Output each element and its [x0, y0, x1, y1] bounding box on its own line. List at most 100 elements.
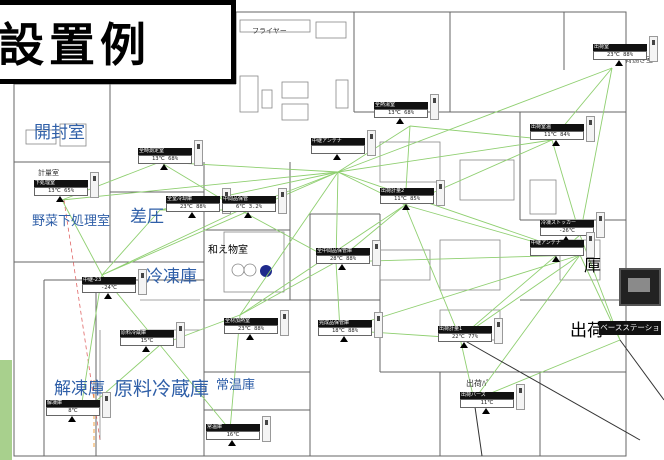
antenna-marker-icon	[246, 334, 254, 340]
sensor-device-icon	[649, 36, 658, 62]
sensor-node[interactable]: 冷凍ストッカー-26℃	[540, 212, 606, 244]
room-ko: 庫	[584, 256, 601, 276]
sensor-name: 出荷バース	[460, 392, 514, 399]
sensor-value: 13℃ 68%	[374, 109, 428, 118]
antenna-marker-icon	[188, 212, 196, 218]
sensor-device-icon	[586, 116, 595, 142]
sensor-device-icon	[176, 322, 185, 348]
sensor-value: 22℃ 77%	[438, 333, 492, 342]
sensor-name: 解凍庫	[46, 400, 100, 407]
sensor-name: 全室冷却庫	[166, 196, 220, 203]
antenna-marker-icon	[244, 212, 252, 218]
sensor-name: 出荷計量2	[380, 188, 434, 195]
antenna-marker-icon	[338, 264, 346, 270]
room-nimotsu: 荷捌き室	[625, 56, 653, 64]
sensor-name: 出荷室	[593, 44, 647, 51]
antenna-marker-icon	[562, 236, 570, 242]
sensor-device-icon	[367, 130, 376, 156]
room-jouon: 常温庫	[216, 378, 256, 393]
room-yasai: 野菜下処理室	[32, 214, 111, 229]
room-kaifu: 開封室	[34, 123, 85, 143]
sensor-device-icon	[430, 94, 439, 120]
sensor-name: 中継アンテナ	[311, 138, 365, 145]
sensor-name: 全中間品保管庫	[316, 248, 370, 255]
room-keiryo: 計量室	[38, 169, 59, 177]
sensor-name: 中継アンテナ	[530, 240, 584, 247]
room-kaitou: 解凍庫	[54, 379, 105, 399]
fixtures	[25, 19, 601, 440]
room-frier: フライヤー	[252, 27, 287, 35]
sensor-node[interactable]: 中継-23-24℃	[82, 269, 148, 301]
sensor-device-icon	[596, 212, 605, 238]
antenna-marker-icon	[142, 346, 150, 352]
sensor-value: 8℃	[46, 407, 100, 416]
sensor-value: 15℃	[120, 337, 174, 346]
room-reitou: 冷凍庫	[146, 267, 197, 287]
antenna-marker-icon	[340, 336, 348, 342]
sensor-device-icon	[516, 384, 525, 410]
sensor-name: 原料冷蔵庫	[120, 330, 174, 337]
base-station-device-icon[interactable]	[619, 268, 661, 306]
sensor-name: 冷凍ストッカー	[540, 220, 594, 227]
sensor-device-icon	[262, 416, 271, 442]
sensor-value: 23℃ 88%	[166, 203, 220, 212]
sensor-device-icon	[102, 392, 111, 418]
room-wairi: 和え物室	[208, 245, 248, 256]
relay-antenna[interactable]: 中継アンテナ	[311, 130, 377, 162]
antenna-marker-icon	[460, 342, 468, 348]
sensor-device-icon	[194, 140, 203, 166]
antenna-marker-icon	[615, 60, 623, 66]
sensor-value: 6℃ 3.2%	[222, 203, 276, 212]
sensor-value	[311, 145, 365, 154]
sensor-value: -24℃	[82, 284, 136, 293]
antenna-marker-icon	[402, 204, 410, 210]
room-shukkaba: 出荷ﾊﾞ	[466, 379, 490, 388]
sensor-value: -26℃	[540, 227, 594, 236]
sensor-device-icon	[374, 312, 383, 338]
sensor-name: 下処理室	[34, 180, 88, 187]
sensor-name: 完成品保管庫	[318, 320, 372, 327]
sensor-device-icon	[138, 269, 147, 295]
blue-marker	[260, 265, 272, 277]
sensor-device-icon	[494, 318, 503, 344]
sensor-device-icon	[90, 172, 99, 198]
sensor-value: 13℃ 65%	[34, 187, 88, 196]
sensor-value	[530, 247, 584, 256]
sensor-name: 中間品保管	[222, 196, 276, 203]
wired-links	[459, 337, 664, 457]
antenna-marker-icon	[333, 154, 341, 160]
sensor-name: 常温庫	[206, 424, 260, 431]
antenna-marker-icon	[396, 118, 404, 124]
sensor-name: 全熱湯室	[374, 102, 428, 109]
relay-antenna[interactable]: 中継アンテナ	[530, 232, 596, 264]
sensor-device-icon	[278, 188, 287, 214]
sensor-value: 11℃ 85%	[380, 195, 434, 204]
sensor-device-icon	[280, 310, 289, 336]
antenna-marker-icon	[482, 408, 490, 414]
sensor-value: 16℃	[206, 431, 260, 440]
sensor-name: 出荷室温	[530, 124, 584, 131]
sensor-value: 23℃ 88%	[593, 51, 647, 60]
antenna-marker-icon	[68, 416, 76, 422]
title-banner: 設置例	[0, 0, 236, 84]
base-station-label: ベースステーション	[599, 321, 661, 346]
green-strip	[0, 360, 12, 460]
sensor-device-icon	[586, 232, 595, 258]
page-title: 設置例	[0, 18, 151, 72]
antenna-marker-icon	[552, 140, 560, 146]
